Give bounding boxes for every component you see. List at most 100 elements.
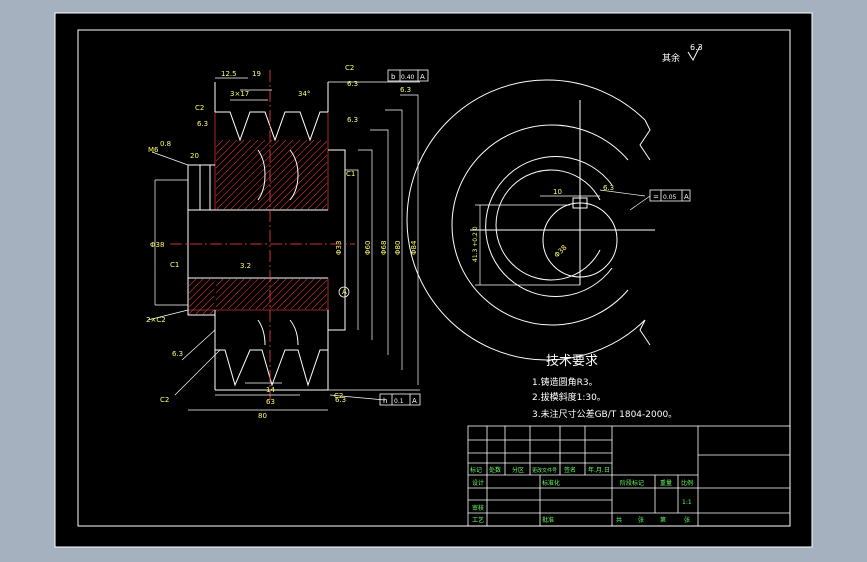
dim-phi80: Φ80 bbox=[394, 241, 402, 255]
hatch-line bbox=[220, 278, 252, 310]
dim-19: 19 bbox=[252, 70, 261, 78]
tb-label-weight: 重量 bbox=[660, 479, 672, 487]
hatch-line bbox=[215, 139, 231, 155]
tb-label-count: 处数 bbox=[489, 466, 501, 474]
tb-label-scale: 比例 bbox=[681, 479, 693, 487]
hatch-line bbox=[290, 278, 322, 310]
hatch-line bbox=[188, 278, 197, 287]
runout-top-datum: A bbox=[420, 73, 425, 81]
roughness-5: 3.2 bbox=[240, 262, 251, 270]
dim-12-5: 12.5 bbox=[221, 70, 237, 78]
symmetry-value: 0.05 bbox=[663, 194, 677, 201]
front-view: 12.5 19 3×17 34° C2 C2 6.3 6.3 6.3 0.8 3… bbox=[146, 64, 429, 420]
runout-top-symbol: b bbox=[391, 73, 396, 81]
roughness-6: 6.3 bbox=[197, 120, 208, 128]
tech-req-title: 技术要求 bbox=[546, 354, 598, 369]
tb-scale-value: 1:1 bbox=[682, 499, 692, 506]
dim-phi38: Φ38 bbox=[150, 241, 164, 249]
inner-border bbox=[77, 29, 791, 527]
hatch-line bbox=[215, 139, 245, 169]
hatch-line bbox=[237, 139, 308, 210]
hatch-line bbox=[241, 278, 273, 310]
hatch-line bbox=[227, 278, 259, 310]
tb-label-process: 工艺 bbox=[472, 516, 484, 524]
hatch-line bbox=[188, 281, 215, 308]
side-view: 10 41.3 +0.2 0 Φ38 6.3 = 0.05 A bbox=[406, 79, 691, 361]
dim-phi84: Φ84 bbox=[410, 240, 418, 255]
hatch-line bbox=[215, 139, 252, 176]
tb-label-approve: 批准 bbox=[542, 516, 554, 524]
hatch-line bbox=[215, 139, 238, 162]
chamfer-c2-right: C2 bbox=[334, 392, 343, 400]
hatch-line bbox=[311, 293, 328, 310]
side-roughness: 6.3 bbox=[603, 184, 614, 192]
hatch-line bbox=[279, 161, 328, 210]
tb-label-stage: 阶段标记 bbox=[620, 479, 644, 487]
hatch-line bbox=[269, 278, 301, 310]
hatch-line bbox=[251, 139, 322, 210]
dim-3x17: 3×17 bbox=[230, 90, 249, 98]
chamfer-c2-top: C2 bbox=[345, 64, 354, 72]
hatch-line bbox=[300, 182, 328, 210]
hatch-line bbox=[215, 278, 224, 287]
hatch-line bbox=[304, 286, 328, 310]
tb-sheets-2: 张 bbox=[684, 516, 690, 524]
tb-no: 第 bbox=[660, 516, 666, 524]
hatch-line bbox=[307, 189, 328, 210]
chamfer-c1-right: C1 bbox=[346, 170, 355, 178]
tech-req-item-3: 3.未注尺寸公差GB/T 1804-2000。 bbox=[532, 408, 677, 420]
hatch-line bbox=[234, 278, 266, 310]
dim-63: 63 bbox=[266, 398, 275, 406]
hatch-line bbox=[209, 309, 215, 315]
hatch-line bbox=[283, 278, 315, 310]
dim-phi33: Φ33 bbox=[335, 241, 343, 255]
hatch-line bbox=[215, 139, 259, 183]
dim-20: 20 bbox=[190, 152, 199, 160]
tb-label-sign: 签名 bbox=[564, 466, 576, 474]
side-dim-10: 10 bbox=[553, 188, 562, 196]
hatch-line bbox=[286, 168, 328, 210]
roughness-2: 6.3 bbox=[400, 86, 411, 94]
hatch-line bbox=[276, 278, 308, 310]
hatch-line bbox=[215, 278, 231, 294]
symmetry-symbol: = bbox=[653, 193, 659, 201]
surface-finish-value: 6.3 bbox=[690, 43, 703, 52]
hatch-line bbox=[297, 279, 328, 310]
hatch-line bbox=[272, 154, 328, 210]
hatch-line bbox=[188, 278, 204, 294]
hatch-line bbox=[293, 175, 328, 210]
roughness-3: 6.3 bbox=[347, 116, 358, 124]
hatch-line bbox=[325, 307, 328, 310]
runout-bottom-datum: A bbox=[412, 397, 417, 405]
roughness-8: 6.3 bbox=[335, 396, 346, 404]
hatch-line bbox=[188, 288, 215, 315]
chamfer-c2-bottom: C2 bbox=[160, 396, 169, 404]
hatch-line bbox=[248, 278, 280, 310]
tb-label-check: 审核 bbox=[472, 504, 484, 512]
side-dim-keyway: 41.3 +0.2 0 bbox=[472, 226, 479, 262]
hatch-line bbox=[215, 139, 224, 148]
hatch-line bbox=[318, 300, 328, 310]
tb-label-design: 设计 bbox=[472, 479, 484, 487]
dim-phi60: Φ60 bbox=[364, 241, 372, 255]
chamfer-c1-left: C1 bbox=[170, 261, 179, 269]
tb-total: 共 bbox=[616, 516, 622, 524]
hatch-line bbox=[215, 278, 245, 308]
hatch-line bbox=[216, 139, 287, 210]
hatch-line bbox=[195, 295, 215, 315]
hatch-line bbox=[202, 302, 215, 315]
chamfer-c2-left: C2 bbox=[195, 104, 204, 112]
hatch-line bbox=[215, 139, 266, 190]
tb-label-zone: 分区 bbox=[512, 466, 524, 474]
tb-sheets-1: 张 bbox=[638, 516, 644, 524]
hatch-line bbox=[265, 147, 328, 210]
hatch-line bbox=[255, 278, 287, 310]
dim-34-deg: 34° bbox=[298, 90, 310, 98]
hatch-lines bbox=[188, 139, 328, 315]
tb-label-doc: 更改文件号 bbox=[532, 467, 557, 474]
surface-finish-label: 其余 bbox=[662, 52, 680, 64]
roughness-7: 6.3 bbox=[172, 350, 183, 358]
datum-a-label: A bbox=[342, 288, 347, 296]
